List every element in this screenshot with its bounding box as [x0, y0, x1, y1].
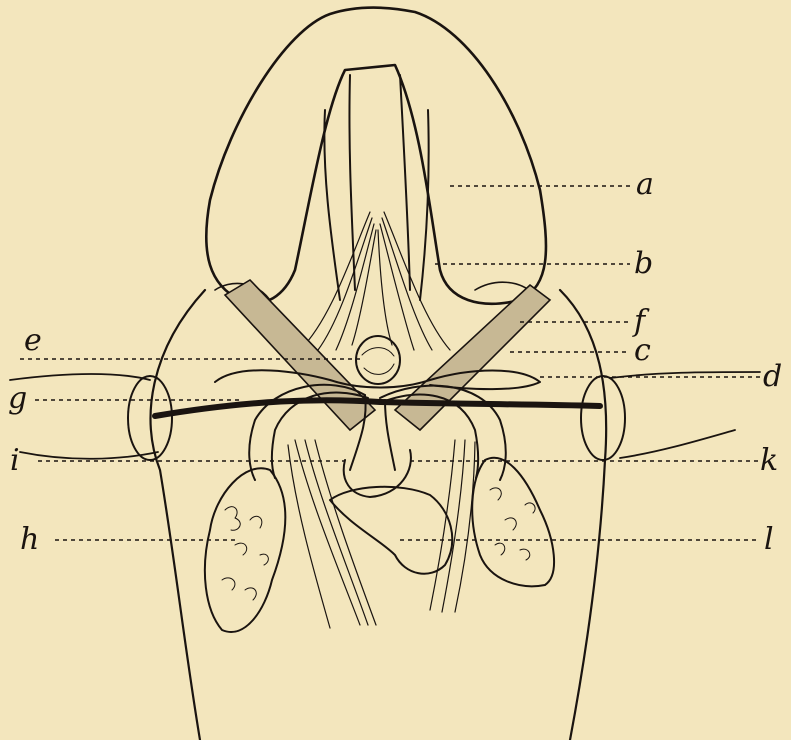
label-c: c [634, 333, 651, 368]
label-b: b [634, 246, 653, 281]
label-e: e [24, 323, 42, 358]
label-g: g [8, 381, 27, 416]
label-h: h [20, 522, 39, 557]
label-d: d [763, 359, 782, 394]
label-i: i [10, 443, 20, 478]
label-a: a [636, 167, 654, 202]
label-k: k [760, 443, 778, 478]
label-l: l [764, 522, 774, 557]
